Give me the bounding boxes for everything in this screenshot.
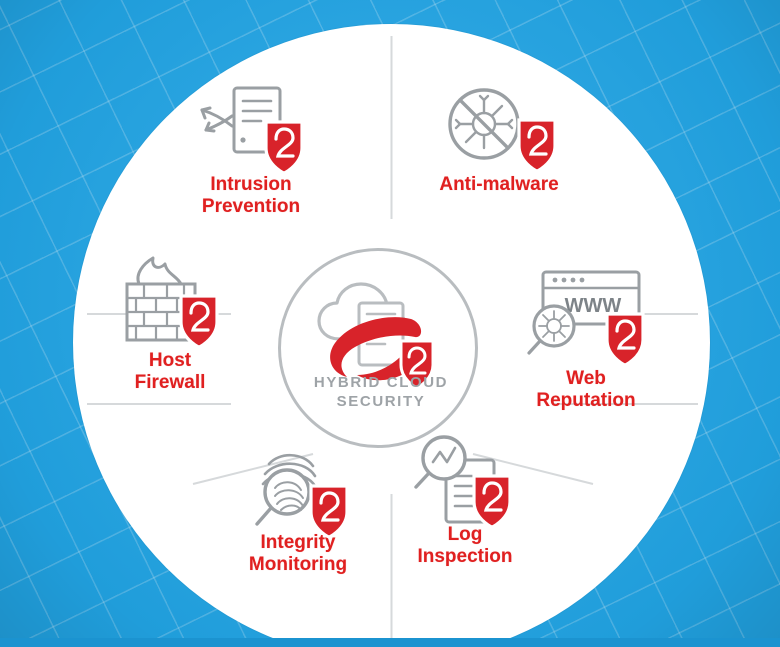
hub-label-line1: HYBRID CLOUD (313, 374, 449, 391)
node-web-reputation-label: Web Reputation (536, 368, 636, 411)
cloud-server-shield-icon (317, 282, 435, 390)
hub-label: HYBRID CLOUD SECURITY (281, 373, 481, 411)
node-integrity-monitoring[interactable]: Integrity Monitoring (228, 440, 368, 576)
hub-circle: HYBRID CLOUD SECURITY (278, 248, 478, 448)
node-log-inspection-label: Log Inspection (417, 524, 513, 567)
document-intrusion-shield-icon (186, 82, 316, 175)
fingerprint-magnifier-shield-icon (233, 440, 363, 539)
node-host-firewall[interactable]: Host Firewall (100, 250, 240, 394)
node-integrity-monitoring-label: Integrity Monitoring (248, 532, 348, 575)
node-intrusion-prevention[interactable]: Intrusion Prevention (186, 82, 316, 218)
log-chart-magnifier-shield-icon (400, 432, 530, 529)
node-anti-malware-label: Anti-malware (439, 174, 559, 195)
node-anti-malware[interactable]: Anti-malware (424, 82, 574, 196)
hub-label-line2: SECURITY (336, 393, 426, 410)
node-log-inspection[interactable]: Log Inspection (400, 432, 530, 568)
brick-wall-flame-shield-icon (105, 250, 235, 350)
node-host-firewall-label: Host Firewall (134, 350, 206, 393)
bottom-edge-strip (0, 638, 780, 647)
node-intrusion-prevention-label: Intrusion Prevention (201, 174, 301, 217)
browser-www-text: WWW (565, 295, 622, 317)
no-bug-shield-icon (434, 82, 564, 174)
node-web-reputation[interactable]: WWW (512, 268, 660, 412)
browser-www-magnifier-shield-icon: WWW (521, 268, 651, 368)
